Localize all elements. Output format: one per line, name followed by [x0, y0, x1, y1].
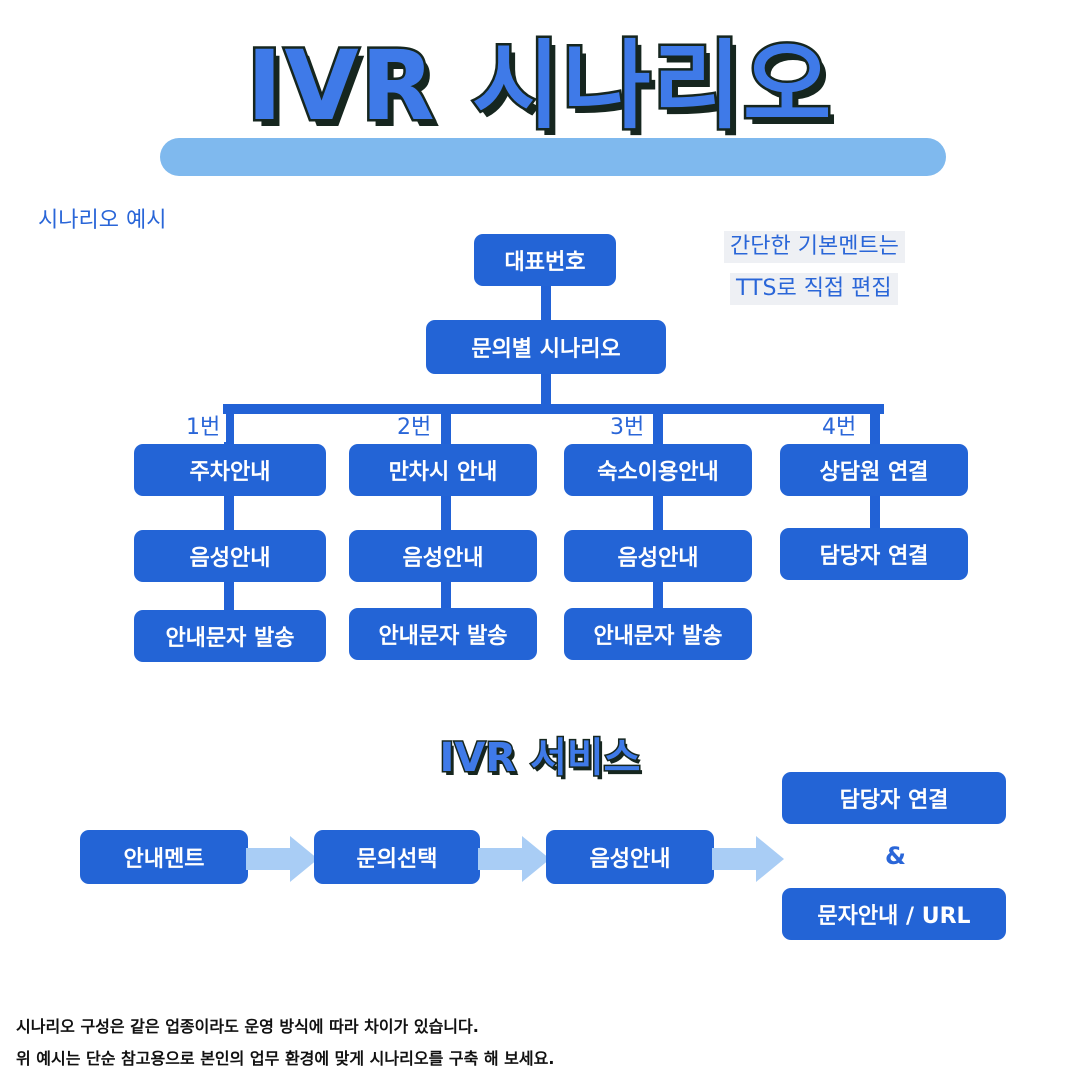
sms-send-box-2: 안내문자 발송 — [349, 608, 537, 660]
connector-level2 — [541, 374, 551, 408]
arrow-right-icon — [712, 836, 784, 882]
ampersand: & — [885, 842, 906, 870]
tts-note-line1: 간단한 기본멘트는 — [724, 231, 905, 264]
connector-branch-3 — [653, 404, 663, 644]
branch-4-label: 4번 — [816, 414, 863, 442]
full-parking-guide-box: 만차시 안내 — [349, 444, 537, 496]
branch-3-label: 3번 — [604, 414, 651, 442]
connector-branch-2 — [441, 404, 451, 644]
outcome-sms-url-box: 문자안내 / URL — [782, 888, 1006, 940]
branch-2-label: 2번 — [391, 414, 438, 442]
scenario-example-heading: 시나리오 예시 — [38, 208, 167, 233]
connector-branch-1 — [224, 404, 234, 644]
agent-connect-box: 상담원 연결 — [780, 444, 968, 496]
staff-connect-box: 담당자 연결 — [780, 528, 968, 580]
footer-note-line2: 위 예시는 단순 참고용으로 본인의 업무 환경에 맞게 시나리오를 구축 해 … — [16, 1049, 555, 1068]
arrow-right-icon — [478, 836, 550, 882]
scenario-by-inquiry-box: 문의별 시나리오 — [426, 320, 666, 374]
step-inquiry-select-box: 문의선택 — [314, 830, 480, 884]
voice-guide-box-1: 음성안내 — [134, 530, 326, 582]
connector-root — [541, 284, 551, 326]
sms-send-box-3: 안내문자 발송 — [564, 608, 752, 660]
step-voice-guide-box: 음성안내 — [546, 830, 714, 884]
tts-note-line2: TTS로 직접 편집 — [730, 273, 898, 306]
sms-send-box-1: 안내문자 발송 — [134, 610, 326, 662]
ivr-service-title: IVR 서비스 — [438, 735, 642, 781]
outcome-staff-connect-box: 담당자 연결 — [782, 772, 1006, 824]
lodging-guide-box: 숙소이용안내 — [564, 444, 752, 496]
connector-horizontal — [223, 404, 884, 414]
parking-guide-box: 주차안내 — [134, 444, 326, 496]
title-underline-bar — [160, 138, 946, 176]
step-announcement-box: 안내멘트 — [80, 830, 248, 884]
arrow-right-icon — [246, 836, 318, 882]
branch-1-label: 1번 — [180, 414, 227, 442]
page-title: IVR 시나리오 — [244, 30, 834, 142]
voice-guide-box-2: 음성안내 — [349, 530, 537, 582]
voice-guide-box-3: 음성안내 — [564, 530, 752, 582]
root-number-box: 대표번호 — [474, 234, 616, 286]
footer-note-line1: 시나리오 구성은 같은 업종이라도 운영 방식에 따라 차이가 있습니다. — [16, 1017, 479, 1036]
